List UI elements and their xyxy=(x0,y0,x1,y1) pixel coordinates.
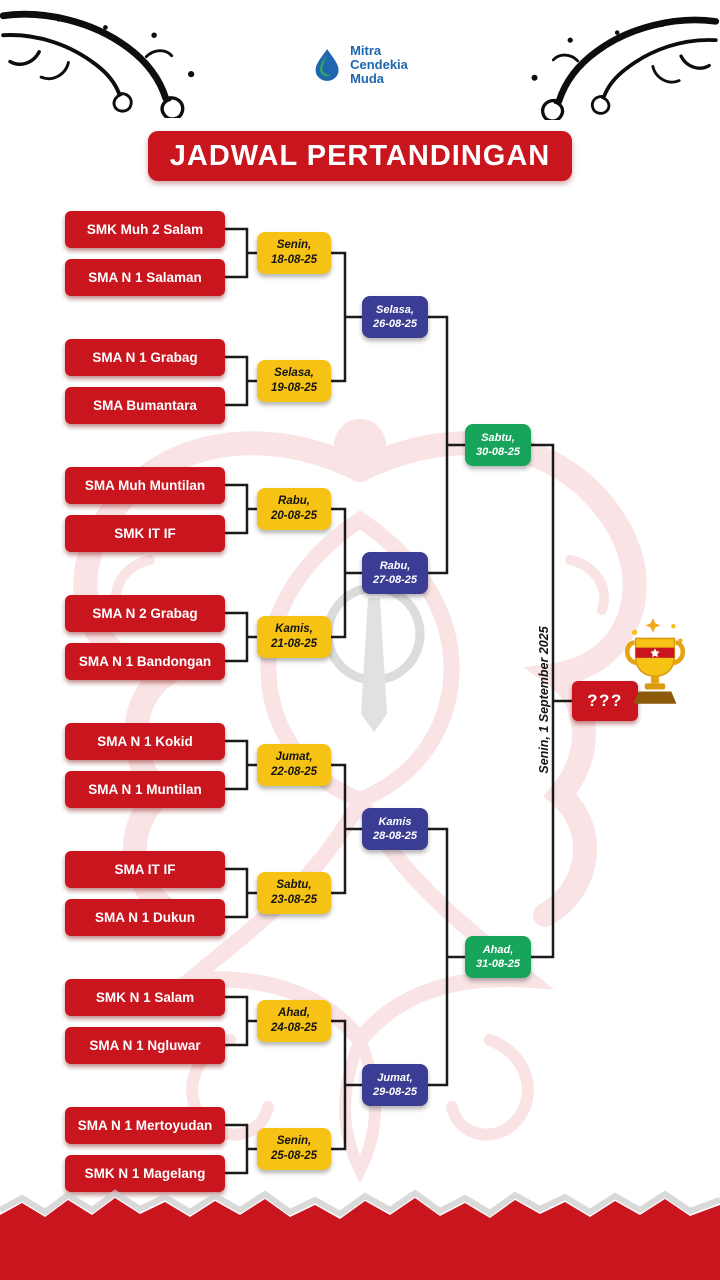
team-box: SMA Muh Muntilan xyxy=(65,467,225,504)
match-day: Ahad, xyxy=(278,1007,310,1020)
team-box: SMA N 1 Muntilan xyxy=(65,771,225,808)
match-date-badge: Rabu, 20-08-25 xyxy=(257,488,331,530)
match-date-badge: Jumat, 22-08-25 xyxy=(257,744,331,786)
match-date: 30-08-25 xyxy=(475,446,521,458)
team-box: SMA N 1 Dukun xyxy=(65,899,225,936)
match-date: 28-08-25 xyxy=(372,830,418,842)
team-box: SMA N 2 Grabag xyxy=(65,595,225,632)
match-day: Selasa, xyxy=(376,303,414,316)
match-date: 25-08-25 xyxy=(270,1150,318,1162)
team-box: SMK Muh 2 Salam xyxy=(65,211,225,248)
match-date: 18-08-25 xyxy=(270,254,318,266)
team-box: SMA IT IF xyxy=(65,851,225,888)
winner-placeholder: ??? xyxy=(572,681,638,721)
team-box: SMA N 1 Bandongan xyxy=(65,643,225,680)
semifinal-date-badge: Ahad, 31-08-25 xyxy=(465,936,531,978)
match-date-badge: Ahad, 24-08-25 xyxy=(257,1000,331,1042)
match-day: Selasa, xyxy=(274,367,314,380)
match-date: 22-08-25 xyxy=(270,766,318,778)
logo-line: Mitra xyxy=(350,43,382,58)
match-date-badge: Selasa, 19-08-25 xyxy=(257,360,331,402)
logo-drop-icon xyxy=(315,49,339,81)
logo: Mitra Cendekia Muda xyxy=(312,44,408,86)
match-date-badge: Sabtu, 23-08-25 xyxy=(257,872,331,914)
logo-line: Muda xyxy=(350,71,385,86)
match-date: 31-08-25 xyxy=(475,958,521,970)
trophy-icon xyxy=(624,618,686,704)
semifinal-date-badge: Sabtu, 30-08-25 xyxy=(465,424,531,466)
match-day: Rabu, xyxy=(278,495,310,508)
team-box: SMK IT IF xyxy=(65,515,225,552)
match-date-badge: Senin, 18-08-25 xyxy=(257,232,331,274)
match-day: Jumat, xyxy=(275,751,313,764)
team-box: SMK N 1 Magelang xyxy=(65,1155,225,1192)
match-day: Jumat, xyxy=(377,1071,413,1084)
match-date: 24-08-25 xyxy=(270,1022,318,1034)
match-date: 27-08-25 xyxy=(372,574,418,586)
match-day: Senin, xyxy=(276,239,312,252)
team-box: SMA N 1 Grabag xyxy=(65,339,225,376)
flourish-right-icon xyxy=(531,16,720,120)
match-date-badge: Senin, 25-08-25 xyxy=(257,1128,331,1170)
match-date: 29-08-25 xyxy=(372,1086,418,1098)
logo-text: Mitra Cendekia Muda xyxy=(350,44,408,86)
match-date-badge: Kamis, 21-08-25 xyxy=(257,616,331,658)
final-date-label: Senin, 1 September 2025 xyxy=(537,626,551,774)
match-day: Sabtu, xyxy=(481,431,515,444)
team-box: SMA Bumantara xyxy=(65,387,225,424)
team-box: SMA N 1 Ngluwar xyxy=(65,1027,225,1064)
round2-date-badge: Kamis 28-08-25 xyxy=(362,808,428,850)
flourish-left-icon xyxy=(0,10,195,118)
match-date: 23-08-25 xyxy=(270,894,318,906)
round2-date-badge: Rabu, 27-08-25 xyxy=(362,552,428,594)
match-date: 19-08-25 xyxy=(270,382,318,394)
page-title: JADWAL PERTANDINGAN xyxy=(148,131,572,181)
match-date: 21-08-25 xyxy=(270,638,318,650)
round2-date-badge: Selasa, 26-08-25 xyxy=(362,296,428,338)
match-day: Ahad, xyxy=(482,943,514,956)
torn-edge xyxy=(0,1189,720,1280)
match-day: Senin, xyxy=(276,1135,312,1148)
team-box: SMK N 1 Salam xyxy=(65,979,225,1016)
team-box: SMA N 1 Kokid xyxy=(65,723,225,760)
match-date: 20-08-25 xyxy=(270,510,318,522)
match-day: Kamis xyxy=(378,815,412,828)
match-day: Kamis, xyxy=(275,623,313,636)
logo-line: Cendekia xyxy=(350,57,408,72)
team-box: SMA N 1 Mertoyudan xyxy=(65,1107,225,1144)
round2-date-badge: Jumat, 29-08-25 xyxy=(362,1064,428,1106)
match-day: Rabu, xyxy=(379,559,411,572)
match-date: 26-08-25 xyxy=(372,318,418,330)
team-box: SMA N 1 Salaman xyxy=(65,259,225,296)
match-day: Sabtu, xyxy=(276,879,312,892)
